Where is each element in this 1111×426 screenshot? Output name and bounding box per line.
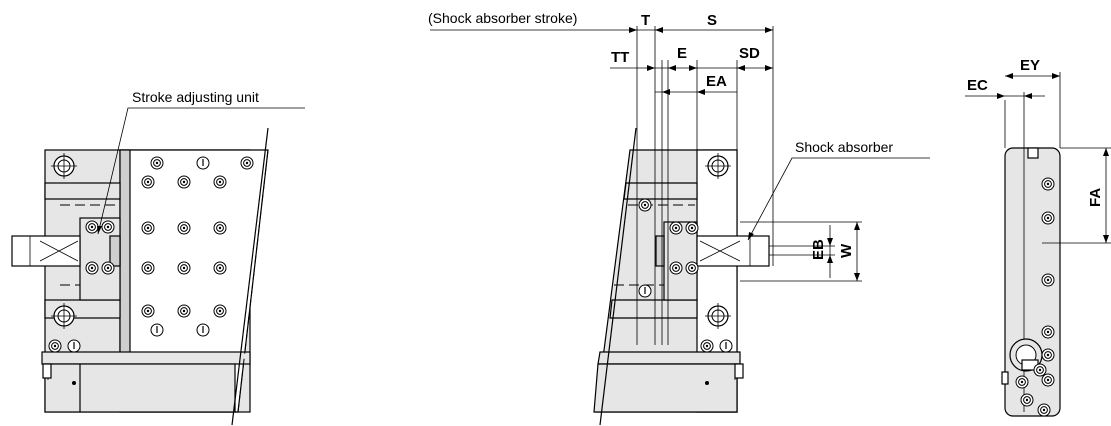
bolt-icon (213, 304, 227, 318)
pin-hole-icon (150, 323, 164, 337)
shock-absorber-block (663, 221, 698, 301)
bolt-icon (141, 261, 155, 275)
pin-hole-icon (67, 339, 81, 353)
bolt-icon (177, 261, 191, 275)
bolt-icon (141, 304, 155, 318)
bolt-icon (1041, 177, 1055, 191)
bolt-icon (101, 261, 115, 275)
bolt-icon (101, 220, 115, 234)
bolt-icon (700, 339, 714, 353)
left-view: Stroke adjusting unit (11, 89, 305, 426)
bolt-icon (177, 175, 191, 189)
pin-hole-icon (196, 156, 210, 170)
bolt-icon (638, 198, 652, 212)
bolt-icon (1041, 273, 1055, 287)
dim-S: S (707, 12, 717, 29)
dim-E: E (677, 45, 687, 62)
dim-EC: EC (967, 77, 988, 94)
rail-top (44, 182, 121, 200)
dim-EY: EY (1020, 57, 1040, 74)
bolt-icon (1015, 375, 1029, 389)
dim-TT: TT (611, 49, 629, 66)
bolt-icon (669, 261, 683, 275)
bolt-icon (1041, 325, 1055, 339)
bolt-icon (213, 175, 227, 189)
pin-hole-icon (719, 339, 733, 353)
shock-absorber (696, 235, 770, 267)
bolt-icon (685, 261, 699, 275)
bolt-icon (1037, 403, 1051, 417)
pin-hole-icon (196, 323, 210, 337)
label-stroke-adjusting-unit: Stroke adjusting unit (132, 89, 259, 105)
bolt-icon (85, 220, 99, 234)
adjust-rod (11, 235, 81, 267)
bolt-icon (1041, 211, 1055, 225)
bolt-icon (141, 175, 155, 189)
bolt-icon (177, 304, 191, 318)
plate-edge (119, 149, 131, 356)
center-view: (Shock absorber stroke) T S TT E SD EA E… (428, 10, 930, 426)
pin-hole-icon (638, 284, 652, 298)
bolt-icon (1033, 363, 1047, 377)
bolt-icon (685, 221, 699, 235)
label-shock-absorber: Shock absorber (795, 139, 893, 155)
dim-FA: FA (1087, 188, 1104, 207)
bolt-icon (150, 156, 164, 170)
right-view: EC EY FA (965, 57, 1111, 417)
bolt-icon (213, 261, 227, 275)
bolt-icon (669, 221, 683, 235)
dim-SD: SD (739, 45, 760, 62)
bolt-icon (85, 261, 99, 275)
bolt-icon (177, 221, 191, 235)
bolt-icon (213, 221, 227, 235)
guide-rail (41, 351, 251, 365)
dim-T: T (641, 12, 650, 29)
label-shock-absorber-stroke: (Shock absorber stroke) (428, 10, 577, 26)
bolt-icon (1020, 393, 1034, 407)
dim-W: W (838, 243, 855, 258)
bolt-icon (240, 156, 254, 170)
bolt-icon (1041, 373, 1055, 387)
bolt-icon (1041, 348, 1055, 362)
bolt-icon (48, 339, 62, 353)
bolt-icon (141, 221, 155, 235)
dim-EB: EB (810, 239, 827, 260)
dim-EA: EA (706, 73, 727, 90)
lower-body (44, 363, 236, 413)
